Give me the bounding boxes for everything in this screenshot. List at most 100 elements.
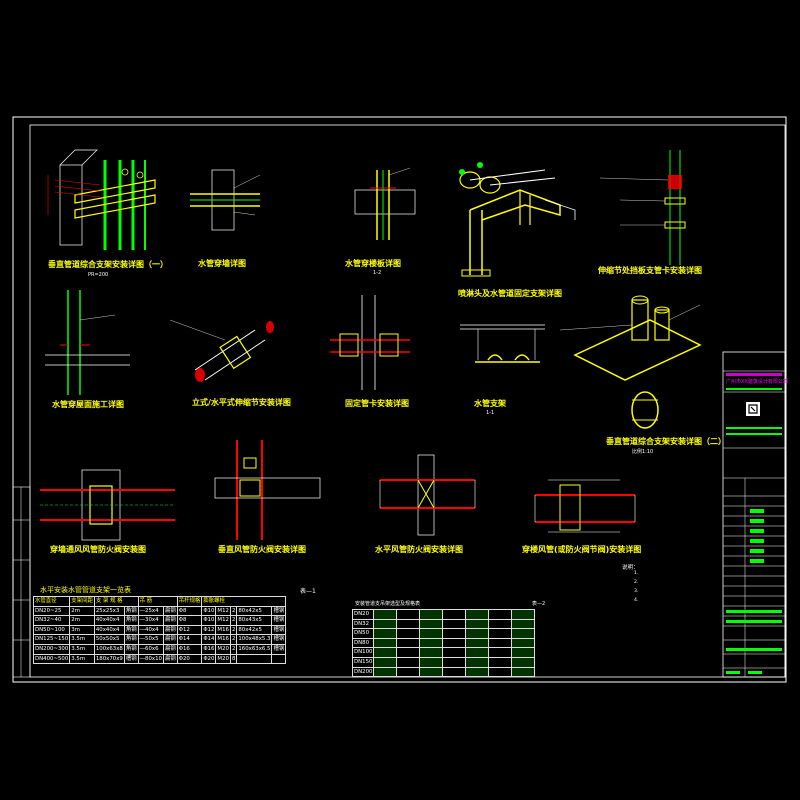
table1-cell: 40x40x4 [93, 624, 125, 636]
table2-cell [373, 666, 398, 678]
table1-cell: 槽钢 [123, 653, 139, 665]
table1-cell: 80x42x5 [236, 624, 273, 636]
table1-cell: Φ14 [176, 634, 203, 645]
table1-cell: 角钢 [123, 624, 139, 636]
table1-cell [236, 653, 273, 665]
table1-header: 支架间距 [69, 596, 95, 607]
table1-cell: M20 [215, 643, 231, 655]
table1-cell: M16 [215, 624, 231, 636]
caption-vertical-pipe-bracket-2: 垂直管道综合支架安装详图（二） [606, 437, 726, 446]
table1-tag: 表—1 [300, 588, 316, 595]
table1-cell: 3m [69, 624, 95, 636]
table2-row: DN80 [351, 637, 536, 649]
left-strip [12, 486, 31, 678]
title-block-company: 广州市XX建筑设计有限公司 [726, 379, 788, 385]
table1-cell: 槽钢 [271, 643, 287, 655]
table2-cell [396, 609, 421, 620]
table2-cell [419, 618, 444, 630]
table2-cell [465, 637, 490, 649]
table2-row: DN100 [351, 647, 536, 658]
scale-note-d1: PR=200 [88, 272, 109, 278]
table2-cell [373, 609, 398, 620]
table2-row: DN200 [351, 666, 536, 678]
table2-cell: DN200 [351, 666, 375, 678]
table1-header: 水管直径 [32, 596, 71, 607]
detail-pipe-through-floor [354, 167, 416, 240]
detail-roof-penetration [45, 290, 130, 395]
table2-cell [419, 656, 444, 668]
detail-sprinkler-pipe-bracket [459, 162, 576, 277]
note-item: 3. [634, 589, 639, 594]
table1-cell: 100x63x8 [93, 643, 125, 655]
table1-cell: Φ8 [176, 605, 203, 617]
caption-expansion-joint-support: 伸缩节处挡板支管卡安装详图 [598, 266, 702, 275]
detail-expansion-joint-support [599, 150, 686, 265]
table2-cell [373, 628, 398, 639]
table1-cell: ―25x4 [137, 605, 164, 617]
table1-cell: 槽钢 [271, 615, 287, 626]
table2-cell: DN32 [351, 618, 375, 630]
table1-cell: Φ20 [201, 653, 217, 665]
table1-cell: Φ10 [201, 605, 217, 617]
caption-expansion-joint: 立式/水平式伸缩节安装详图 [192, 398, 291, 407]
table2-cell [465, 628, 490, 639]
title-block [722, 351, 786, 678]
table1-cell: 50x50x5 [93, 634, 125, 645]
table1-cell: 80x42x5 [236, 605, 273, 617]
table2-row: DN20 [351, 609, 536, 620]
detail-fixed-pipe-clamp [330, 295, 410, 390]
table1-cell: ―60x6 [137, 643, 164, 655]
caption-fixed-pipe-clamp: 固定管卡安装详图 [345, 399, 409, 408]
table2-cell [465, 666, 490, 678]
table2-cell: DN100 [351, 647, 375, 658]
table1-cell: ―30x4 [137, 615, 164, 626]
table2-cell [488, 666, 513, 678]
table2-cell [465, 618, 490, 630]
detail-vertical-pipe-bracket-2 [559, 295, 702, 429]
table1-cell: 角钢 [123, 615, 139, 626]
scale-note-d10: 比例1:10 [632, 449, 654, 455]
caption-vertical-duct-fire-damper: 垂直风管防火阀安装详图 [218, 545, 306, 554]
caption-vertical-pipe-bracket-1: 垂直管道综合支架安装详图（一） [48, 260, 168, 269]
caption-pipe-through-wall: 水管穿墙详图 [198, 259, 246, 268]
table1-cell: Φ12 [201, 624, 217, 636]
table1-cell: ―40x4 [137, 624, 164, 636]
table2-cell [488, 628, 513, 639]
table1-header: 吊 筋 [137, 596, 178, 607]
table2-cell [511, 647, 536, 658]
table2-cell [442, 637, 467, 649]
table1-header: 膨胀螺栓 [201, 596, 287, 607]
table1-cell: Φ14 [201, 634, 217, 645]
table1-cell: DN125~150 [32, 634, 71, 645]
table2-cell [442, 656, 467, 668]
table2-cell [488, 618, 513, 630]
table1-cell: 扁钢 [162, 653, 178, 665]
caption-wall-fire-damper: 穿墙通风风管防火阀安装图 [50, 545, 146, 554]
table2-cell [511, 628, 536, 639]
table1-cell: Φ12 [176, 624, 203, 636]
detail-floor-duct-damper [534, 479, 636, 533]
caption-pipe-bracket: 水管支架 [474, 399, 506, 408]
table1-header: 支 架 规 格 [93, 596, 139, 607]
table1-cell: DN50~100 [32, 624, 71, 636]
table1-cell: 槽钢 [271, 634, 287, 645]
table1-cell: 8 [229, 653, 238, 665]
table2-cell [465, 609, 490, 620]
table2-cell [396, 666, 421, 678]
caption-pipe-through-floor: 水管穿楼板详图 [345, 259, 401, 268]
table1-cell: Φ16 [176, 643, 203, 655]
table2-cell [465, 656, 490, 668]
table1-cell: 80x43x5 [236, 615, 273, 626]
table1-cell: 100x48x5.3 [236, 634, 273, 645]
table1-cell: ―50x5 [137, 634, 164, 645]
table1-cell: 槽钢 [271, 605, 287, 617]
table2-cell [488, 637, 513, 649]
table1-cell: 扁钢 [162, 643, 178, 655]
table2-cell [396, 637, 421, 649]
